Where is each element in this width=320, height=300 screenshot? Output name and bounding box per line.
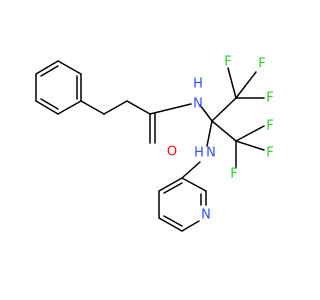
- fluorine-label: F: [224, 55, 231, 70]
- bond: [211, 120, 237, 142]
- carbonyl-oxygen-label: O: [167, 145, 177, 160]
- pyridine-nitrogen-label: N: [201, 208, 211, 223]
- bond: [199, 104, 213, 122]
- bond: [40, 98, 59, 110]
- bond: [181, 177, 207, 192]
- bond: [211, 97, 237, 122]
- bond: [235, 125, 265, 142]
- bond: [126, 100, 151, 115]
- bond: [181, 161, 201, 179]
- bond: [35, 60, 59, 75]
- fluorine-label: F: [266, 119, 273, 134]
- bond: [227, 67, 237, 99]
- fluorine-label: F: [266, 91, 273, 106]
- bond: [158, 217, 183, 232]
- bond: [40, 65, 59, 77]
- bond: [158, 177, 183, 192]
- bonds: [35, 60, 265, 232]
- bond: [206, 120, 213, 147]
- fluorine-label: F: [230, 167, 237, 182]
- atom-labels: N H O N H N F F F F F F: [167, 55, 274, 223]
- bond: [181, 220, 200, 232]
- amine-hydrogen-label: H: [194, 146, 204, 161]
- bond: [57, 100, 82, 115]
- bond: [35, 100, 59, 115]
- bond: [103, 100, 128, 115]
- bond: [235, 140, 265, 151]
- amine-nitrogen-label: N: [206, 146, 216, 161]
- fluorine-label: F: [258, 57, 265, 72]
- bond: [149, 103, 192, 115]
- bond: [80, 100, 105, 115]
- bond: [235, 71, 257, 99]
- amide-hydrogen-label: H: [193, 77, 203, 92]
- bond: [163, 182, 183, 194]
- bond: [163, 215, 183, 227]
- fluorine-label: F: [266, 146, 273, 161]
- amide-nitrogen-label: N: [193, 97, 203, 112]
- molecule-diagram: N H O N H N F F F F F F: [35, 55, 274, 232]
- bond: [57, 60, 82, 75]
